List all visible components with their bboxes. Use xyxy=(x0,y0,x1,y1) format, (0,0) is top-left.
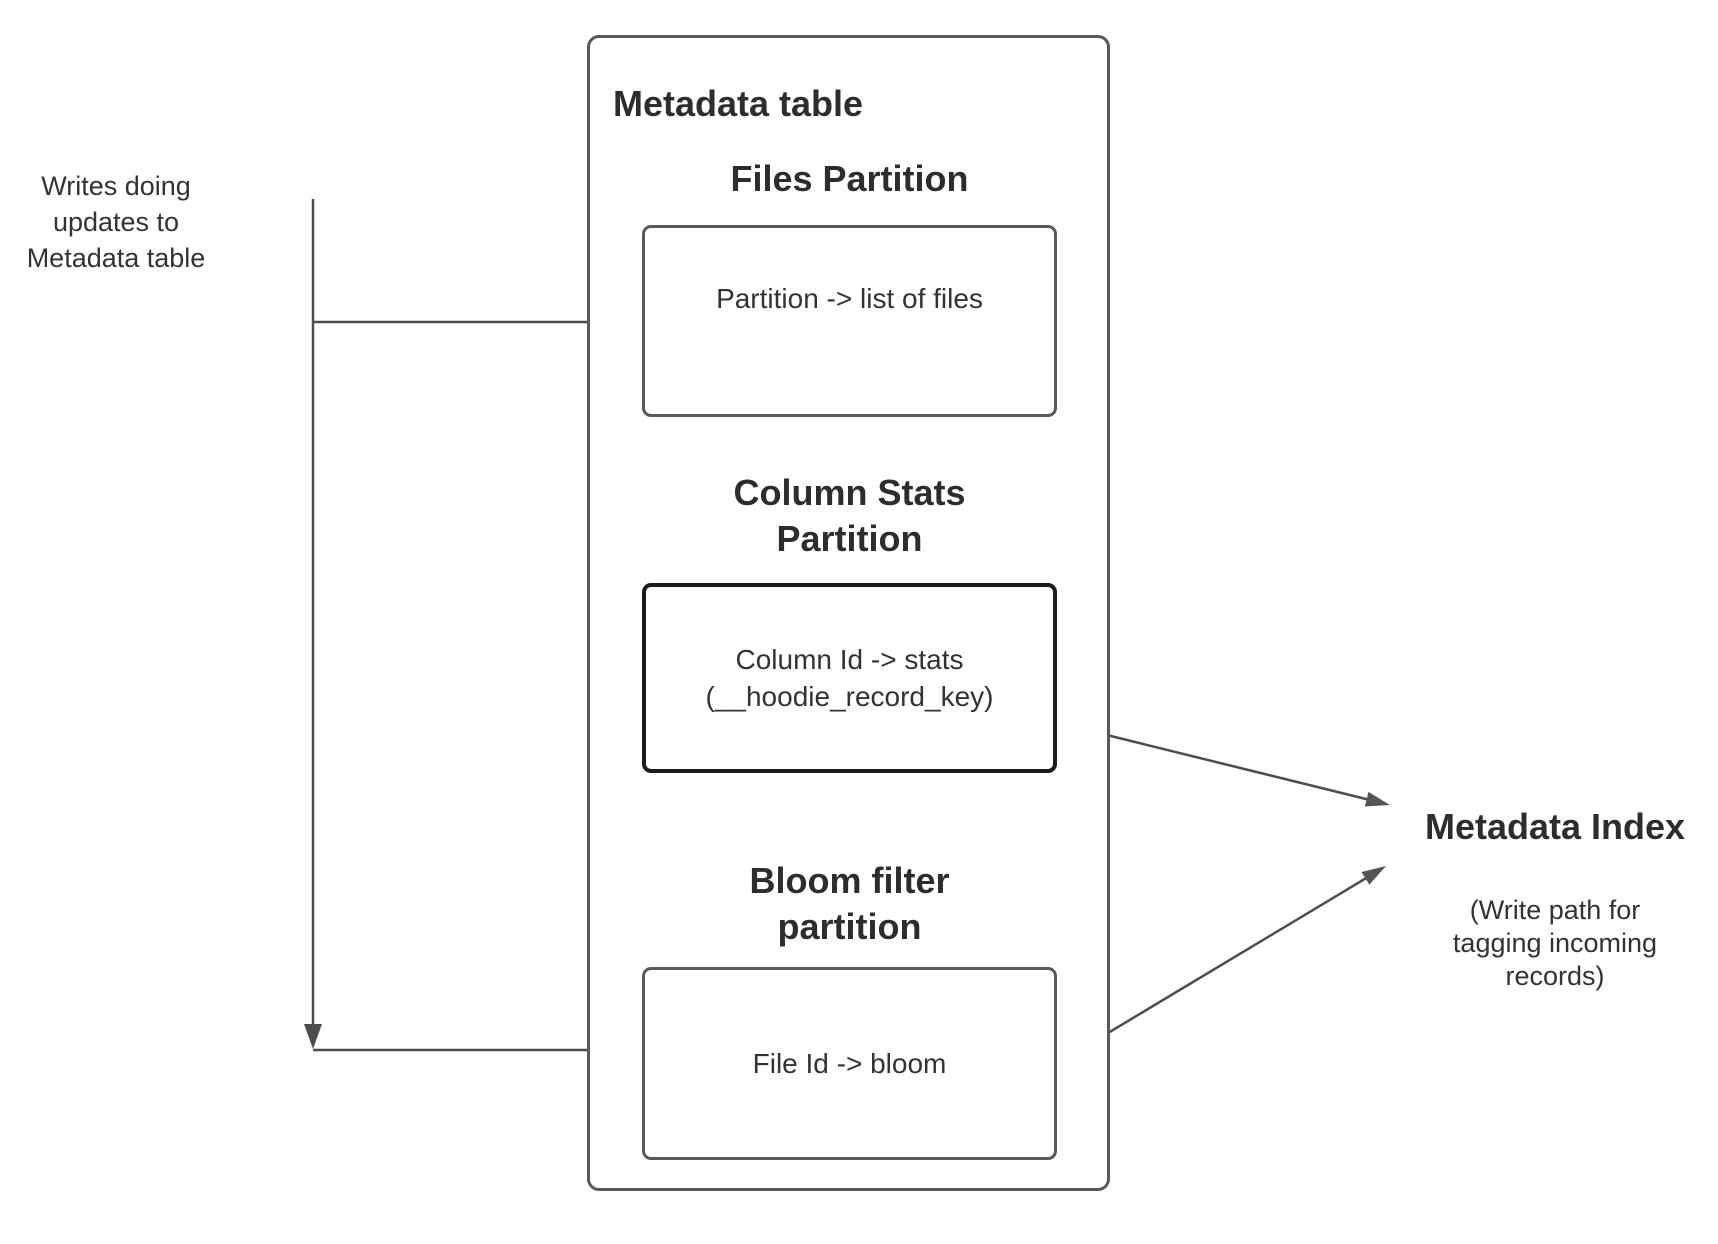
metadata-table-title: Metadata table xyxy=(613,83,864,124)
down-arrowhead-icon xyxy=(304,1024,322,1049)
right-arrowhead-icon xyxy=(1364,791,1390,807)
files-partition-label: Partition -> list of files xyxy=(716,282,983,314)
files-partition-heading: Files Partition xyxy=(730,158,969,199)
files-partition-box: Partition -> list of files xyxy=(642,225,1057,417)
column-stats-to-index-line xyxy=(1057,721,1371,802)
metadata-index-subtitle: (Write path for tagging incoming records… xyxy=(1452,895,1658,991)
writes-note: Writes doing updates to Metadata table xyxy=(26,171,206,273)
column-stats-partition-heading: Column Stats Partition xyxy=(733,472,966,559)
up-right-arrowhead-icon xyxy=(1361,866,1386,885)
bloom-filter-partition-box: File Id -> bloom xyxy=(642,967,1057,1160)
bloom-filter-partition-label: File Id -> bloom xyxy=(752,1048,947,1079)
column-stats-partition-box: Column Id -> stats (__hoodie_record_key) xyxy=(642,583,1057,773)
metadata-index-title: Metadata Index xyxy=(1424,806,1686,847)
column-stats-partition-label: Column Id -> stats (__hoodie_record_key) xyxy=(705,644,994,712)
bloom-filter-partition-heading: Bloom filter partition xyxy=(749,860,950,947)
